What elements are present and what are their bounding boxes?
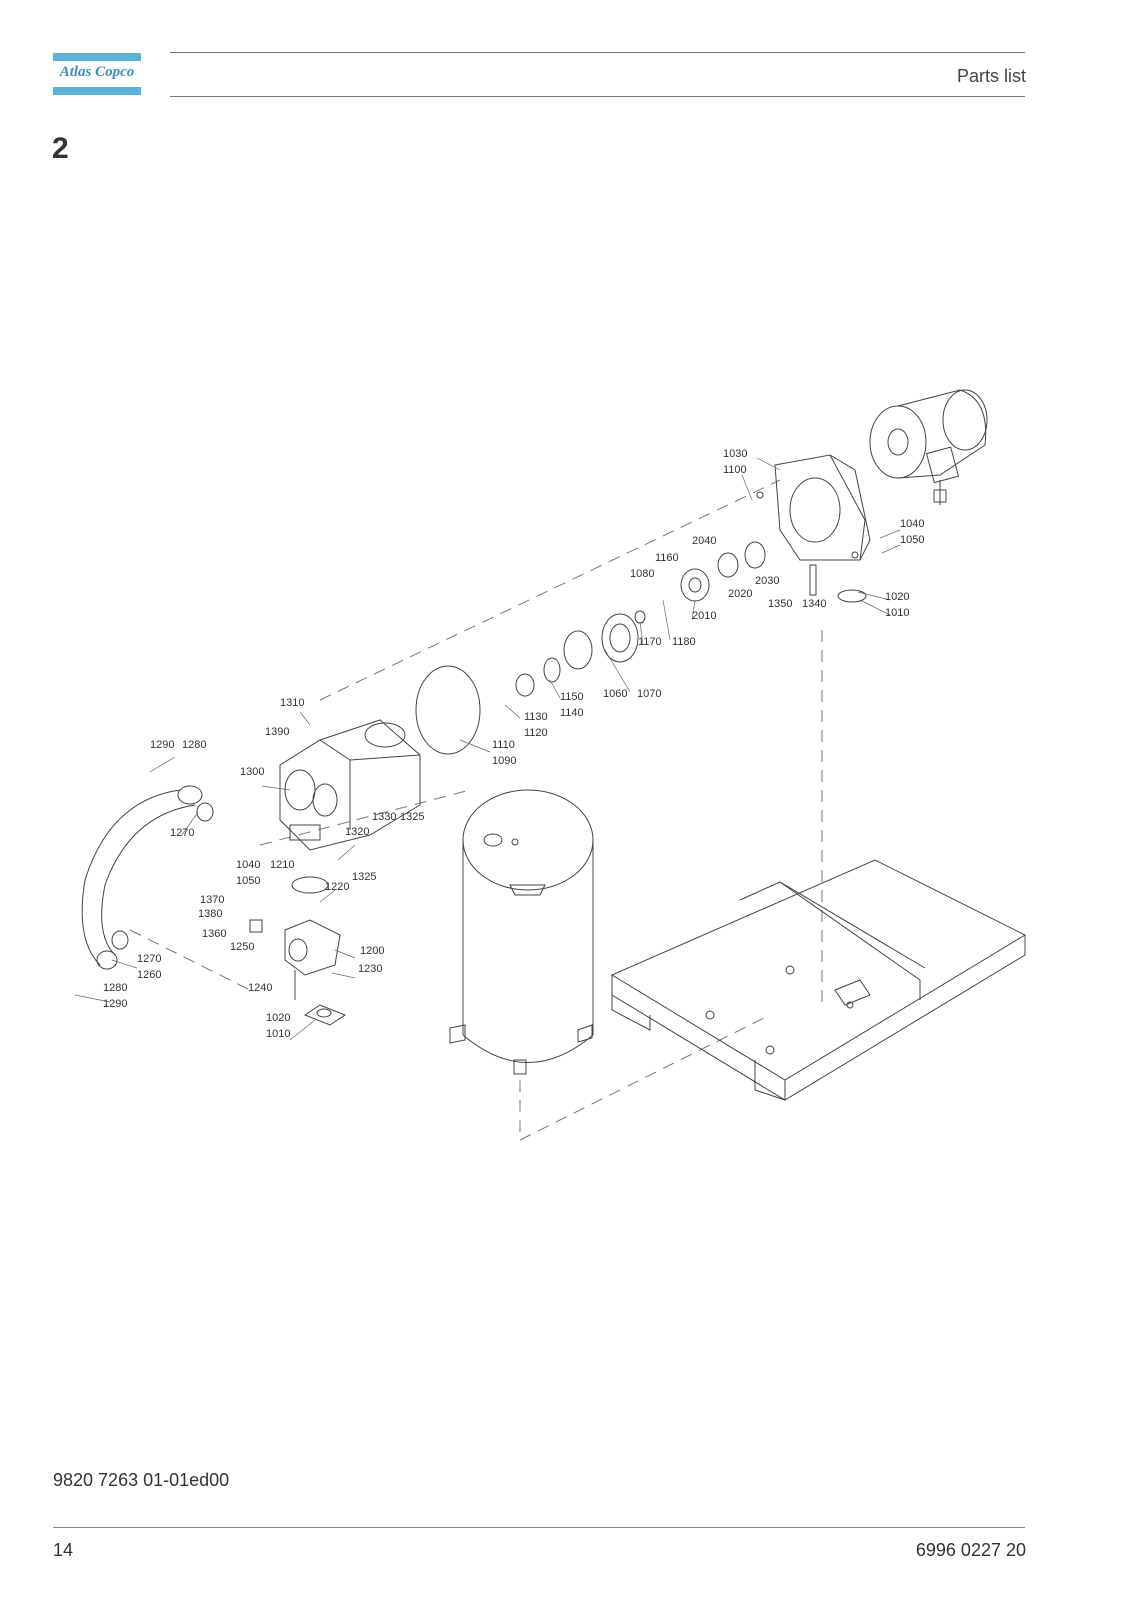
callout-label: 1370: [200, 894, 224, 906]
exploded-parts-diagram: 1030 1100 1040 1050 2040 1160 1080 2030 …: [74, 389, 1027, 1141]
callout-label: 1310: [280, 697, 304, 709]
base-frame: [610, 859, 1027, 1101]
oil-separator-vessel: [449, 789, 594, 1075]
callout-label: 1210: [270, 859, 294, 871]
callout-label: 1325: [400, 811, 424, 823]
callout-label: 1350: [768, 598, 792, 610]
callout-label: 1270: [170, 827, 194, 839]
callout-label: 1050: [900, 534, 924, 546]
callout-label: 1070: [637, 688, 661, 700]
callout-label: 1280: [182, 739, 206, 751]
callout-label: 1260: [137, 969, 161, 981]
callout-label: 1090: [492, 755, 516, 767]
section-title: Parts list: [956, 66, 1026, 86]
logo-bar-top: [53, 53, 141, 61]
callout-label: 2020: [728, 588, 752, 600]
callout-label: 1170: [638, 636, 662, 648]
shaft-seal-parts: [415, 610, 646, 755]
callout-label: 1040: [900, 518, 924, 530]
callout-label: 1020: [266, 1012, 290, 1024]
atlas-copco-logo: Atlas Copco: [53, 53, 141, 95]
callout-label: 1270: [137, 953, 161, 965]
callout-label: 1240: [248, 982, 272, 994]
callout-label: 1120: [524, 727, 548, 739]
callout-label: 1180: [672, 636, 696, 648]
callout-label: 1300: [240, 766, 264, 778]
header-rule-top: [170, 52, 1025, 53]
callout-label: 1040: [236, 859, 260, 871]
callout-label: 1280: [103, 982, 127, 994]
callout-label: 1230: [358, 963, 382, 975]
callout-label: 1060: [603, 688, 627, 700]
compressor-element: [279, 719, 421, 851]
callout-label: 1380: [198, 908, 222, 920]
logo-wordmark: Atlas Copco: [59, 64, 135, 80]
callout-label: 1130: [524, 711, 548, 723]
callout-label: 1340: [802, 598, 826, 610]
header-rule-bottom: [170, 96, 1025, 97]
page-number: 14: [53, 1540, 74, 1560]
callout-label: 1010: [266, 1028, 290, 1040]
callout-label: 1110: [492, 739, 515, 751]
callout-label: 1320: [345, 826, 369, 838]
chapter-number: 2: [52, 132, 69, 165]
callout-label: 1325: [352, 871, 376, 883]
callout-label: 1150: [560, 691, 584, 703]
callout-label: 1290: [103, 998, 127, 1010]
discharge-hose: [81, 785, 214, 970]
callout-label: 1220: [325, 881, 349, 893]
logo-bar-bottom: [53, 87, 141, 95]
callout-label: 1020: [885, 591, 909, 603]
footer-rule: [53, 1527, 1025, 1528]
callout-label: 1290: [150, 739, 174, 751]
callout-label: 1390: [265, 726, 289, 738]
callout-label: 1160: [655, 552, 679, 564]
callout-labels: 1030 1100 1040 1050 2040 1160 1080 2030 …: [103, 448, 924, 1040]
bell-housing: [756, 454, 871, 561]
callout-label: 1100: [723, 464, 747, 476]
callout-label: 1200: [360, 945, 384, 957]
callout-label: 1360: [202, 928, 226, 940]
callout-label: 1140: [560, 707, 584, 719]
callout-label: 2030: [755, 575, 779, 587]
motor: [869, 389, 988, 505]
callout-label: 1030: [723, 448, 747, 460]
callout-label: 1250: [230, 941, 254, 953]
document-number: 9820 7263 01-01ed00: [53, 1470, 230, 1490]
callout-label: 1330: [372, 811, 396, 823]
coupling: [680, 541, 867, 603]
callout-label: 1080: [630, 568, 654, 580]
part-number: 6996 0227 20: [915, 1540, 1026, 1560]
callout-label: 2040: [692, 535, 716, 547]
callout-label: 1050: [236, 875, 260, 887]
callout-label: 1010: [885, 607, 909, 619]
unloader-valve: [249, 876, 347, 1026]
callout-label: 2010: [692, 610, 716, 622]
